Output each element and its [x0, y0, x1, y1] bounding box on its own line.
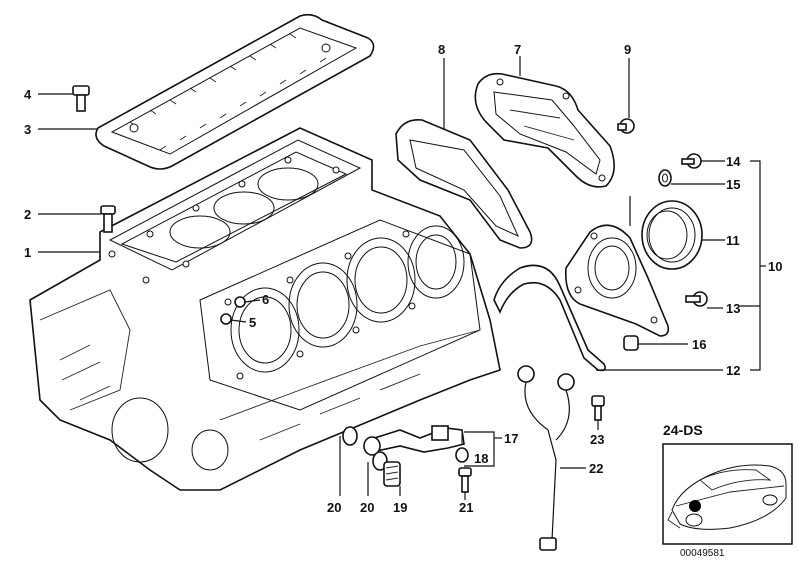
callout-21: 21	[459, 500, 473, 515]
callout-2: 2	[24, 207, 31, 222]
callout-18: 18	[474, 451, 488, 466]
shaft-seal-11	[641, 200, 703, 270]
callout-3: 3	[24, 122, 31, 137]
callout-9: 9	[624, 42, 631, 57]
callout-4: 4	[24, 87, 32, 102]
bolt-23-part	[591, 395, 605, 421]
callout-11: 11	[726, 233, 740, 248]
callout-22: 22	[589, 461, 603, 476]
oil-pipe-17	[363, 425, 465, 456]
inset-frame	[662, 443, 793, 545]
callout-labels: 4 3 2 1 6 5 8 7 9 14 15 11 10 13 16 12 1…	[24, 42, 782, 515]
plug-5-part	[220, 313, 232, 325]
callout-10: 10	[768, 259, 782, 274]
bolt-14-part	[681, 153, 702, 169]
bolt-19-part	[383, 461, 401, 487]
engine-block	[29, 127, 501, 491]
timing-cover-gasket-8	[395, 118, 533, 249]
leader-lines	[38, 56, 766, 500]
callout-1: 1	[24, 245, 31, 260]
plug-6-part	[234, 296, 246, 308]
callout-15: 15	[726, 177, 740, 192]
callout-13: 13	[726, 301, 740, 316]
seal-carrier	[564, 224, 670, 337]
washer-15-part	[658, 169, 672, 187]
vehicle-inset: 24-DS 00049581	[662, 422, 793, 559]
callout-20-right: 20	[360, 500, 374, 515]
callout-16: 16	[692, 337, 706, 352]
callout-23: 23	[590, 432, 604, 447]
callout-7: 7	[514, 42, 521, 57]
timing-cover-7	[474, 72, 615, 188]
callout-19: 19	[393, 500, 407, 515]
location-marker	[689, 500, 701, 512]
callout-20-left: 20	[327, 500, 341, 515]
callout-6: 6	[262, 292, 269, 307]
inset-title: 24-DS	[663, 422, 703, 438]
bolt-4-part	[72, 85, 90, 112]
callout-5: 5	[249, 315, 256, 330]
knock-sensor-22	[517, 365, 575, 551]
callout-17: 17	[504, 431, 518, 446]
o-ring-20-left	[342, 426, 358, 446]
callout-8: 8	[438, 42, 445, 57]
bolt-9-part	[617, 118, 635, 134]
callout-14: 14	[726, 154, 741, 169]
bolt-2-part	[100, 205, 116, 233]
oil-pan-gasket	[95, 13, 375, 170]
inset-code: 00049581	[680, 548, 725, 559]
callout-12: 12	[726, 363, 740, 378]
bolt-13-part	[685, 291, 708, 307]
dowel-16-part	[623, 335, 639, 351]
bolt-21-part	[458, 467, 472, 493]
washer-18-part	[455, 447, 469, 463]
